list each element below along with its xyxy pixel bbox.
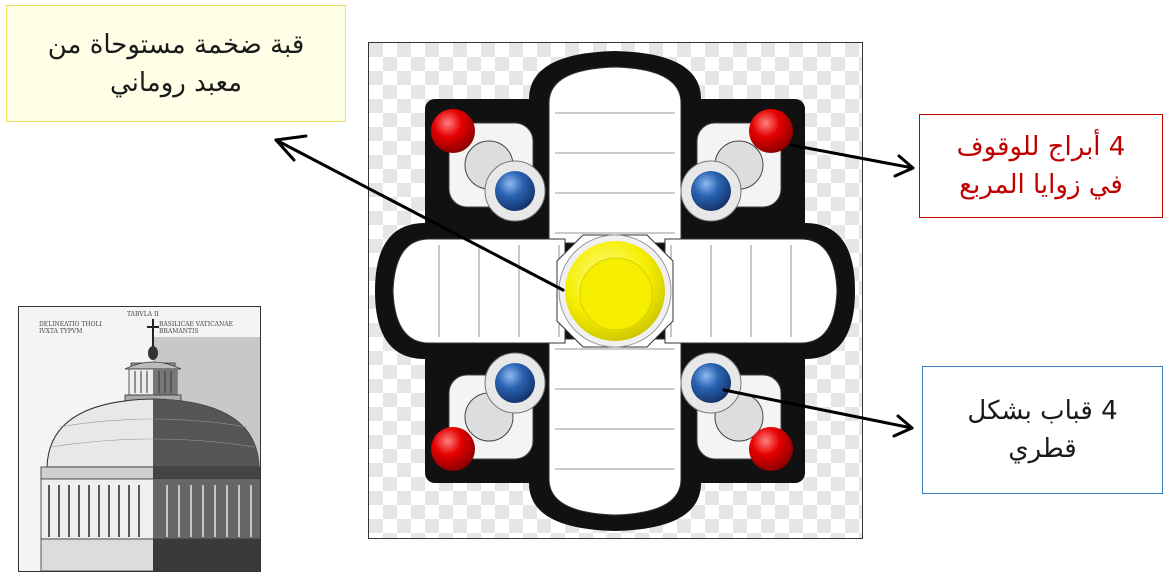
diagonal-domes-callout-line2: قطري <box>1008 434 1077 464</box>
diagonal-dome-icon-se <box>691 363 731 403</box>
diagonal-dome-icon-sw <box>495 363 535 403</box>
main-dome-callout-line2: معبد روماني <box>109 67 243 98</box>
diagonal-dome-icon-ne <box>691 171 731 211</box>
corner-tower-icon-sw <box>431 427 475 471</box>
diagonal-dome-icon-nw <box>495 171 535 211</box>
floor-plan-image <box>368 42 863 539</box>
engraving-caption-left: DELINEATIO THOLI IVXTA TYPVM <box>39 321 102 335</box>
corner-tower-icon-nw <box>431 109 475 153</box>
corner-tower-icon-ne <box>749 109 793 153</box>
floor-plan-drawing <box>369 43 862 538</box>
main-dome-callout: قبة ضخمة مستوحاة من معبد روماني <box>6 5 346 122</box>
towers-callout: 4 أبراج للوقوف في زوايا المربع <box>919 114 1163 218</box>
diagonal-domes-callout: 4 قباب بشكل قطري <box>922 366 1163 494</box>
main-dome-callout-line1: قبة ضخمة مستوحاة من <box>47 29 305 60</box>
diagonal-domes-callout-line1: 4 قباب بشكل <box>967 396 1118 426</box>
corner-tower-icon-se <box>749 427 793 471</box>
towers-callout-line2: في زوايا المربع <box>959 170 1123 200</box>
corner-towers <box>431 109 793 471</box>
engraving-caption-right: BASILICAE VATICANAE BRAMANTIS <box>159 321 233 335</box>
dome-engraving-image: TABVLA II DELINEATIO THOLI IVXTA TYPVM B… <box>18 306 261 572</box>
dome-elevation-drawing <box>40 319 260 571</box>
engraving-caption-top: TABVLA II <box>127 311 159 318</box>
towers-callout-line1: 4 أبراج للوقوف <box>956 132 1126 162</box>
